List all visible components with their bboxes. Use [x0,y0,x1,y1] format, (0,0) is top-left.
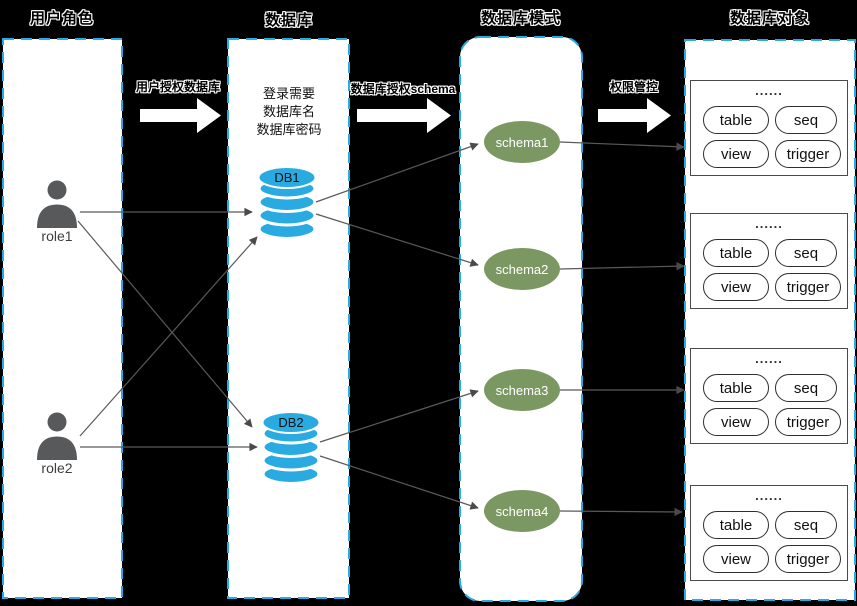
edge-db1-schema2 [315,213,479,267]
trigger-pill[interactable]: trigger [775,408,841,436]
column-header-roles: 用户角色 [29,10,95,27]
table-pill[interactable]: table [703,511,769,539]
table-pill[interactable]: table [703,239,769,267]
db2-label: DB2 [278,415,303,430]
seq-pill[interactable]: seq [775,106,837,134]
view-pill[interactable]: view [703,140,769,168]
schema3-node[interactable]: schema3 [484,369,560,411]
flow-arrow-2 [357,98,451,133]
person-icon [37,180,77,228]
edge-schema1-objects [559,141,685,151]
flow-arrow-1 [140,98,221,133]
role2-node[interactable]: role2 [31,412,83,488]
column-header-databases: 数据库 [264,12,314,29]
object-group-4[interactable]: ...... table seq view trigger [690,485,848,581]
trigger-pill[interactable]: trigger [775,545,841,573]
table-pill[interactable]: table [703,106,769,134]
role2-label: role2 [41,460,73,476]
flow-label-permission-control: 权限管控 [609,80,659,94]
trigger-pill[interactable]: trigger [775,273,841,301]
seq-pill[interactable]: seq [775,374,837,402]
edge-role1-db2 [77,220,253,428]
flow-label-db-grant-schema: 数据库授权schema [350,82,456,96]
column-header-objects: 数据库对象 [729,10,811,27]
db-login-note: 登录需要 数据库名 数据库密码 [256,86,322,137]
edge-db2-schema3 [319,389,479,443]
object-group-2[interactable]: ...... table seq view trigger [690,213,848,309]
db1-node[interactable]: DB1 [257,166,317,240]
person-icon [37,412,77,460]
trigger-pill[interactable]: trigger [775,140,841,168]
table-pill[interactable]: table [703,374,769,402]
seq-pill[interactable]: seq [775,239,837,267]
edge-db1-schema1 [315,142,479,203]
view-pill[interactable]: view [703,545,769,573]
seq-pill[interactable]: seq [775,511,837,539]
flow-arrow-3 [598,98,671,133]
edge-schema2-objects [559,261,685,271]
schema4-node[interactable]: schema4 [484,490,560,532]
ellipsis-text: ...... [755,83,783,98]
db2-node[interactable]: DB2 [261,411,321,485]
column-panel-roles[interactable] [2,38,123,599]
view-pill[interactable]: view [703,408,769,436]
edge-db2-schema4 [319,455,479,510]
edge-role2-db1 [79,236,258,437]
object-group-3[interactable]: ...... table seq view trigger [690,348,848,444]
object-group-1[interactable]: ...... table seq view trigger [690,80,848,176]
schema2-node[interactable]: schema2 [484,248,560,290]
schema1-node[interactable]: schema1 [484,121,560,163]
ellipsis-text: ...... [755,216,783,231]
role1-label: role1 [41,228,73,244]
flow-label-user-grant-db: 用户授权数据库 [135,80,221,94]
view-pill[interactable]: view [703,273,769,301]
ellipsis-text: ...... [755,488,783,503]
ellipsis-text: ...... [755,351,783,366]
column-header-schemas: 数据库模式 [480,10,562,27]
edge-schema4-objects [559,507,683,517]
role1-node[interactable]: role1 [31,180,83,256]
db1-label: DB1 [274,170,299,185]
